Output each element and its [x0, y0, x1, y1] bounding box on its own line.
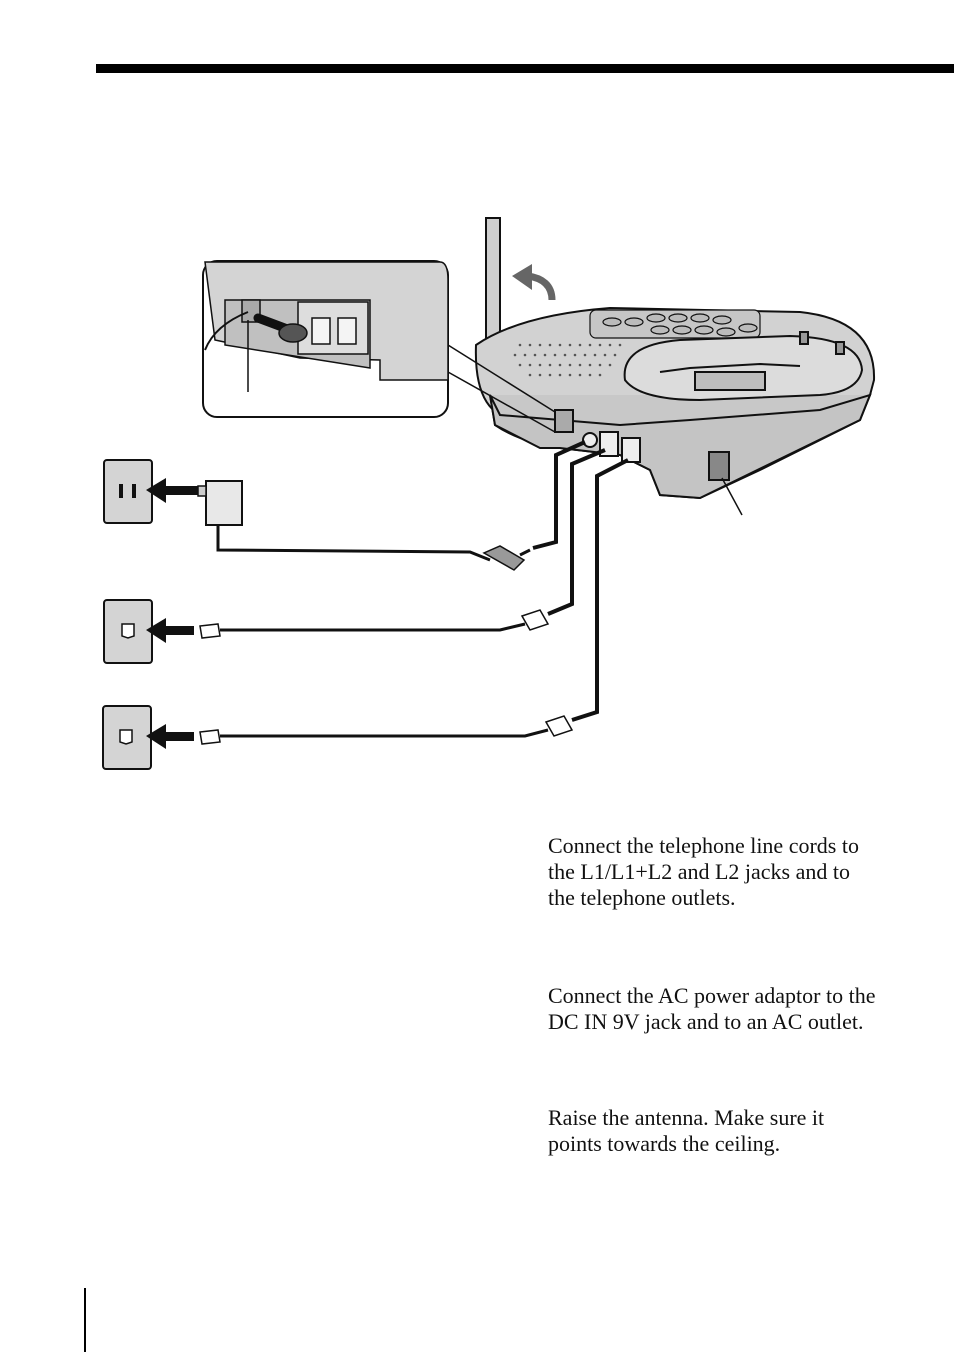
instruction-step-3: Raise the antenna. Make sure it points t…	[548, 1105, 825, 1156]
ac-power-adaptor	[197, 440, 586, 571]
plug-in-arrow-icon	[146, 618, 194, 643]
telephone-outlet-l2	[102, 705, 152, 770]
telephone-line-cord-l1	[199, 448, 606, 639]
margin-rule	[84, 1288, 86, 1352]
telephone-line-cord-l2	[199, 458, 629, 745]
instruction-step-1: Connect the telephone line cords to the …	[548, 833, 859, 910]
keypad	[589, 309, 761, 339]
connection-diagram	[102, 217, 876, 770]
speaker-grille	[513, 343, 622, 377]
raise-antenna-arrow-icon	[512, 264, 556, 301]
top-rule	[96, 64, 954, 73]
jack-detail-inset	[202, 260, 556, 433]
plug-in-arrow-icon	[146, 724, 194, 749]
base-unit	[474, 306, 876, 516]
telephone-outlet-l1	[103, 599, 153, 664]
instruction-step-2: Connect the AC power adaptor to the DC I…	[548, 983, 876, 1034]
handset-cradle	[623, 331, 864, 402]
ac-outlet	[103, 459, 153, 524]
rear-jacks	[554, 409, 730, 481]
plug-in-arrow-icon	[146, 478, 200, 503]
antenna	[485, 217, 501, 349]
